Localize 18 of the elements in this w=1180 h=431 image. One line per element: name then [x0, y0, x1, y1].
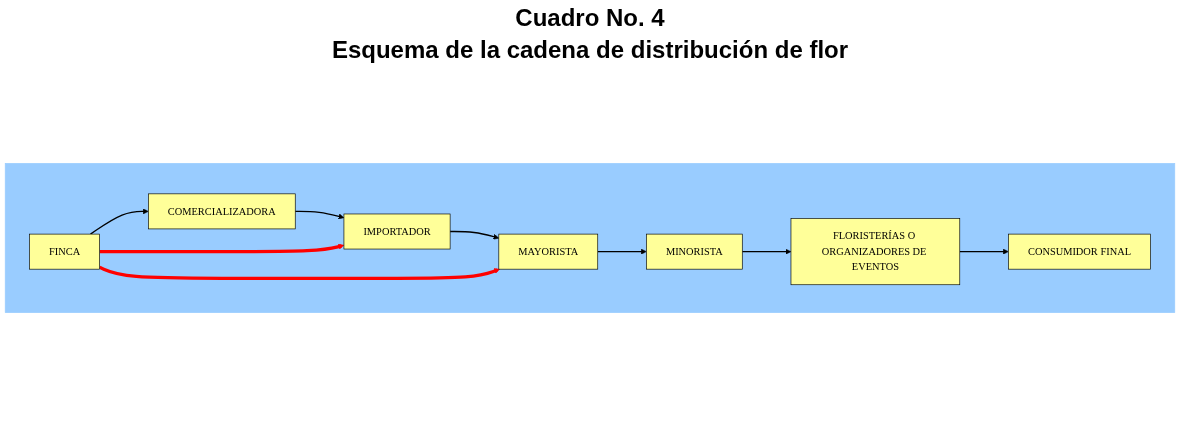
node-box: FLORISTERÍAS O ORGANIZADORES DE EVENTOS — [790, 218, 961, 286]
node-box: MINORISTA — [646, 233, 743, 270]
arrow — [959, 248, 1009, 255]
arrow — [597, 248, 647, 255]
node-box: FINCA — [29, 233, 100, 270]
node-box: MAYORISTA — [498, 233, 599, 270]
cluster — [4, 163, 1176, 313]
arrow — [449, 230, 500, 240]
diagram-title: Cuadro No. 4 — [515, 4, 665, 32]
arrow — [89, 208, 149, 235]
node-box: IMPORTADOR — [343, 213, 451, 250]
node-box: CONSUMIDOR FINAL — [1008, 233, 1151, 270]
arrow — [99, 265, 500, 280]
arrow — [741, 248, 792, 255]
node-box: COMERCIALIZADORA — [148, 193, 296, 230]
arrow — [99, 243, 345, 254]
arrow — [294, 210, 345, 220]
diagram-subtitle: Esquema de la cadena de distribución de flor — [331, 36, 849, 64]
